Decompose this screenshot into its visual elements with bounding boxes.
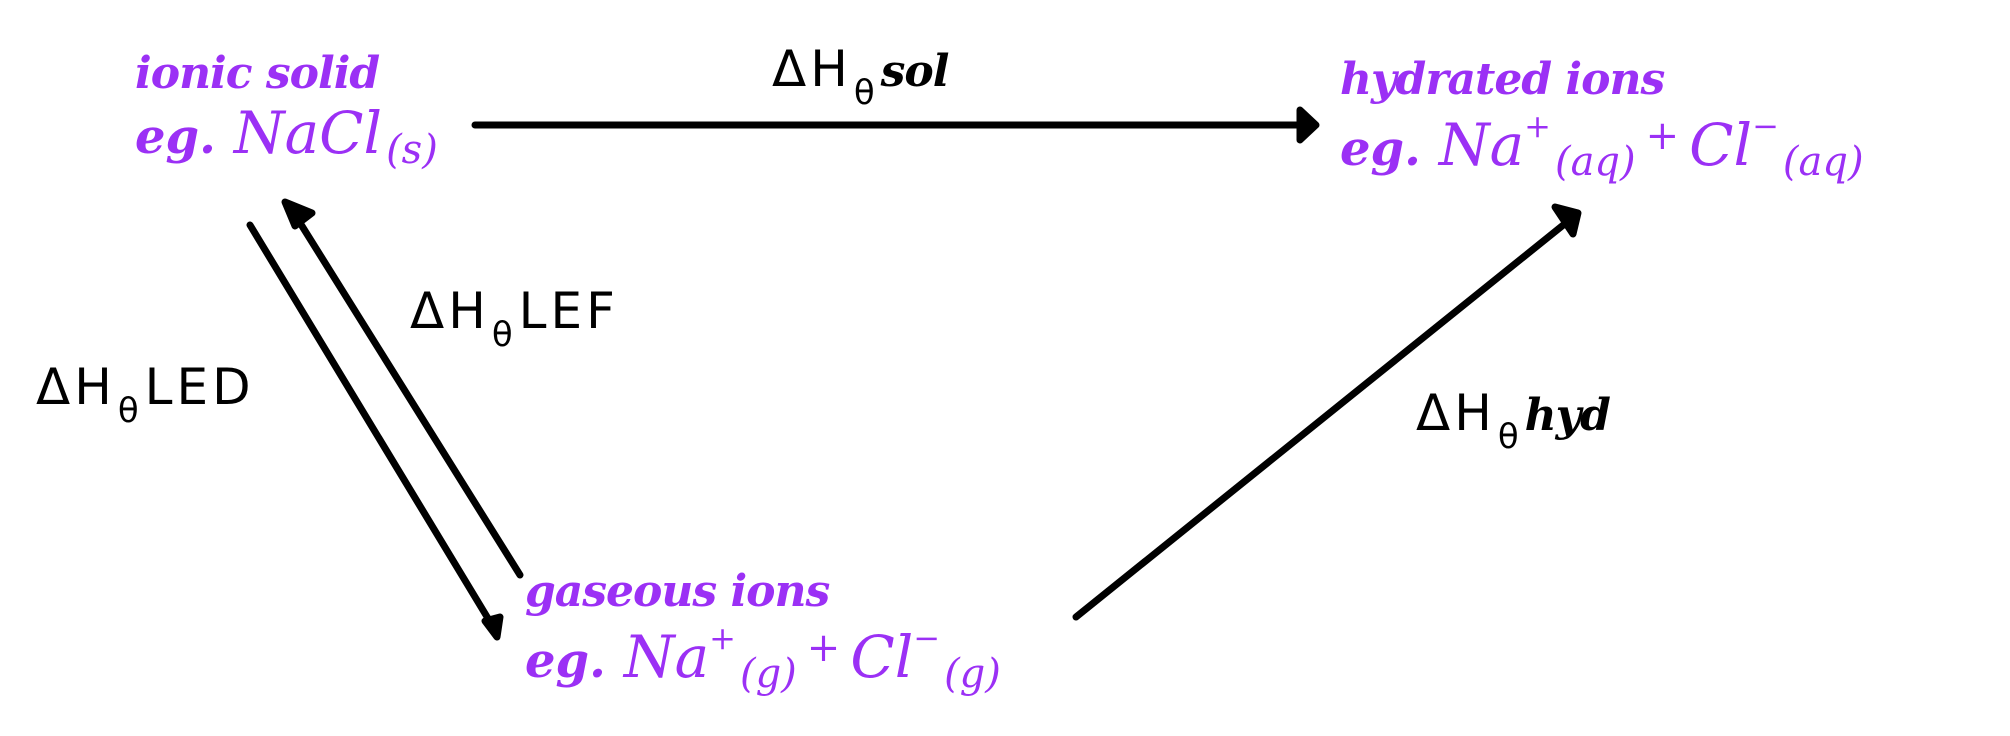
delta-h-symbol: ΔH — [772, 40, 852, 98]
cation-state: (g) — [739, 651, 797, 697]
standard-state-icon: θ — [491, 315, 513, 355]
subscript: LEF — [518, 282, 619, 340]
node-gaseous-ions: gaseous ions eg.Na+(g)+Cl−(g) — [525, 566, 1001, 695]
delta-h-symbol: ΔH — [1416, 384, 1496, 442]
anion-state: (aq) — [1782, 139, 1864, 185]
standard-state-icon: θ — [853, 73, 875, 113]
node-title: gaseous ions — [525, 566, 830, 617]
node-example: eg.NaCl(s) — [135, 104, 438, 170]
delta-h-symbol: ΔH — [36, 358, 116, 416]
standard-state-icon: θ — [117, 391, 139, 431]
arrow-lattice-formation — [281, 198, 524, 579]
delta-h-symbol: ΔH — [410, 282, 490, 340]
standard-state-icon: θ — [1497, 417, 1519, 457]
plus-sign: + — [806, 625, 841, 671]
state-symbol: (s) — [386, 127, 438, 173]
arrow-hydration — [1072, 203, 1582, 621]
cation-charge: + — [1524, 107, 1551, 145]
cation-charge: + — [709, 619, 736, 657]
node-example: eg.Na+(aq)+Cl−(aq) — [1340, 110, 1864, 182]
plus-sign: + — [1645, 113, 1680, 159]
eg-prefix: eg. — [1340, 121, 1421, 177]
eg-prefix: eg. — [525, 633, 606, 689]
cation: Na — [623, 623, 710, 691]
anion-state: (g) — [944, 651, 1001, 697]
anion-charge: − — [1752, 107, 1779, 145]
node-title: ionic solid — [135, 48, 380, 99]
cation-state: (aq) — [1554, 139, 1636, 185]
arrow-solution — [471, 106, 1320, 144]
formula: NaCl — [233, 99, 383, 167]
node-example: eg.Na+(g)+Cl−(g) — [525, 622, 1001, 694]
anion: Cl — [850, 623, 914, 691]
anion: Cl — [1689, 111, 1753, 179]
subscript: sol — [880, 46, 950, 97]
node-hydrated-ions: hydrated ions eg.Na+(aq)+Cl−(aq) — [1340, 54, 1864, 183]
anion-charge: − — [913, 619, 941, 657]
subscript: hyd — [1524, 390, 1611, 441]
arrow-lattice-dissociation — [246, 221, 504, 641]
eg-prefix: eg. — [135, 109, 216, 165]
node-ionic-solid: ionic solid eg.NaCl(s) — [135, 48, 438, 171]
subscript: LED — [144, 358, 255, 416]
cation: Na — [1438, 111, 1525, 179]
node-title: hydrated ions — [1340, 54, 1665, 105]
